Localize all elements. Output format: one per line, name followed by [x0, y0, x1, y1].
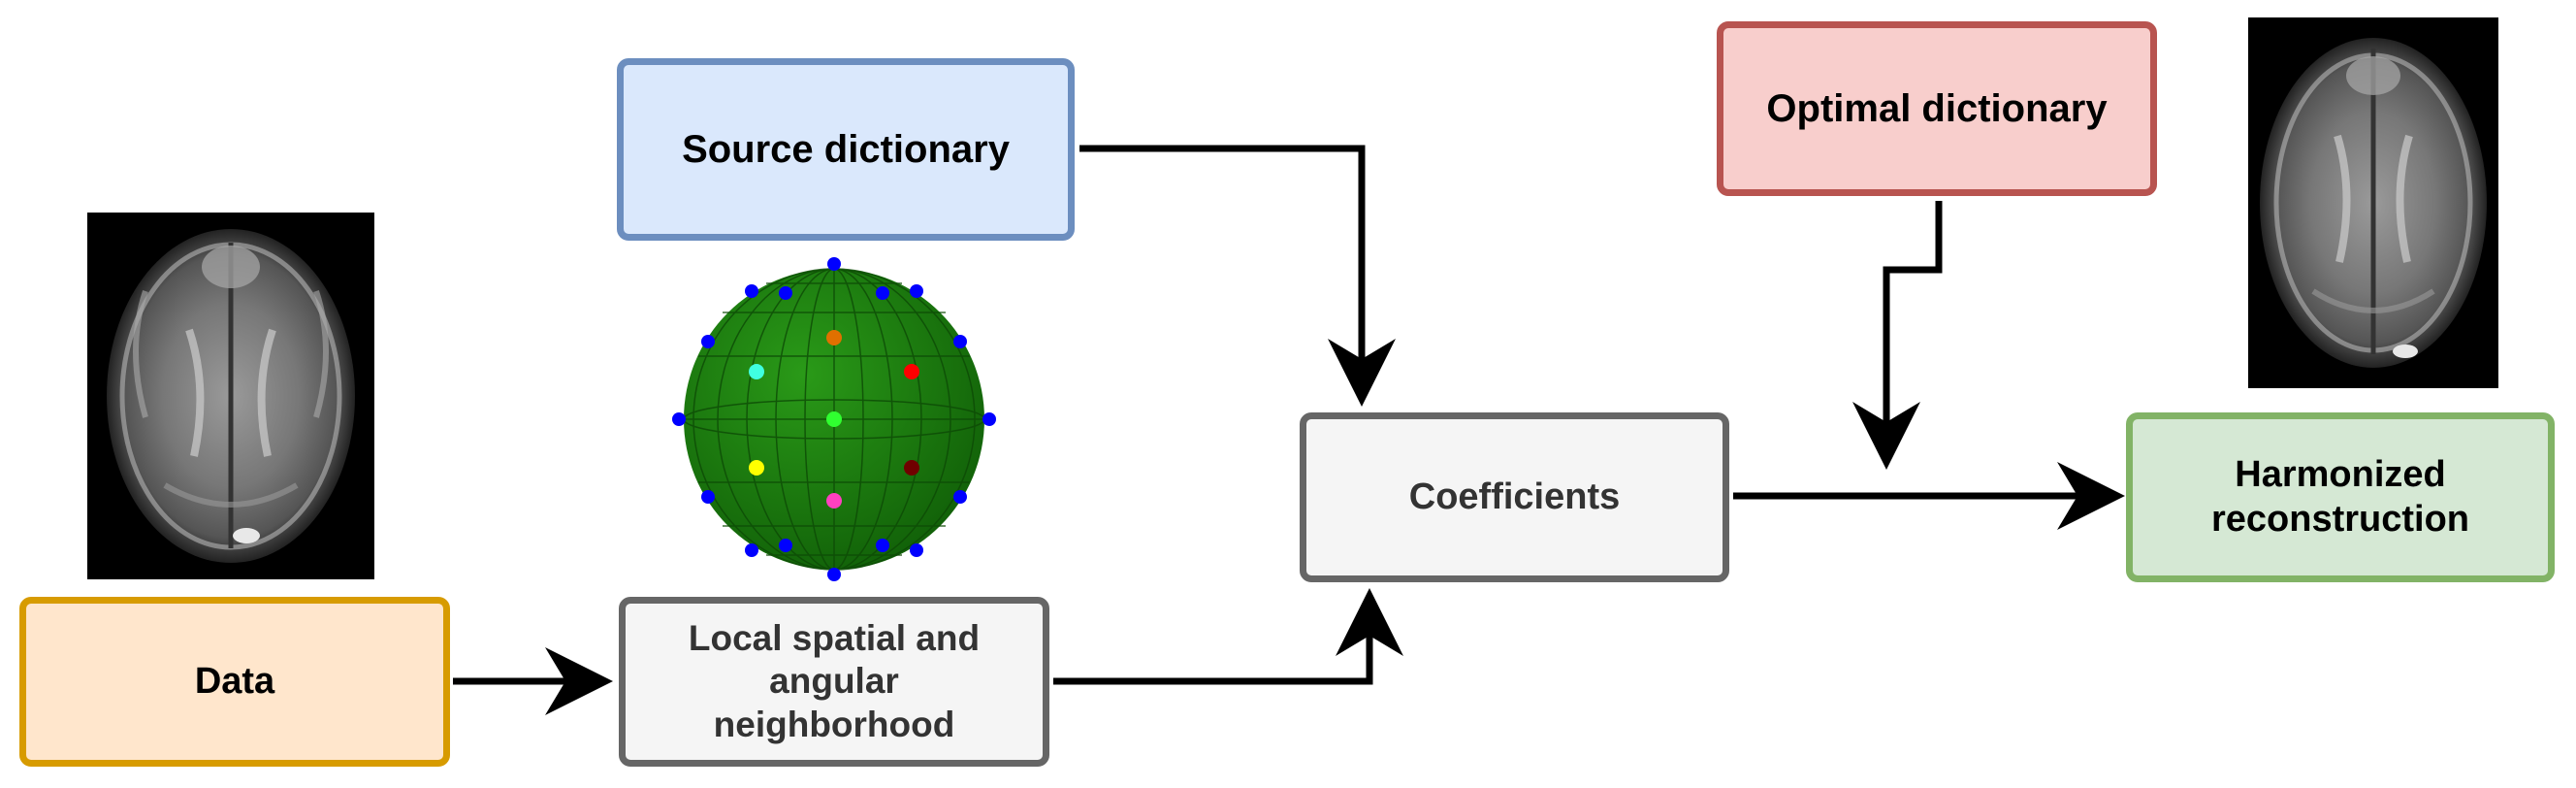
sphere-outer-point: [701, 335, 715, 348]
source-dictionary-label: Source dictionary: [682, 128, 1010, 171]
harmonized-reconstruction-label: Harmonized reconstruction: [2210, 453, 2470, 540]
sphere-inner-point: [749, 460, 764, 476]
sphere-outer-point: [779, 539, 792, 552]
harmonized-reconstruction-box: Harmonized reconstruction: [2126, 412, 2555, 582]
sphere-inner-point: [826, 493, 842, 509]
sphere-outer-point: [827, 568, 841, 581]
sphere-inner-point: [749, 364, 764, 379]
optimal-dictionary-label: Optimal dictionary: [1766, 87, 2108, 130]
arrow-neighborhood-to-coefficients: [1053, 588, 1403, 685]
sphere-outer-point: [876, 539, 889, 552]
connectors: [453, 145, 2125, 715]
sphere-outer-point: [745, 543, 758, 557]
sphere-outer-point: [827, 257, 841, 271]
sphere-outer-point: [876, 286, 889, 300]
neighborhood-box: Local spatial and angular neighborhood: [619, 597, 1049, 767]
sphere-outer-point: [982, 412, 996, 426]
sphere-outer-point: [910, 284, 923, 298]
sphere-outer-point: [910, 543, 923, 557]
neighborhood-label: Local spatial and angular neighborhood: [688, 617, 981, 744]
sphere-outer-point: [701, 490, 715, 504]
sphere-outer-point: [745, 284, 758, 298]
sphere-inner-point: [826, 411, 842, 427]
sphere-inner-point: [904, 364, 919, 379]
harmonized-brain-image: [2248, 17, 2498, 388]
sphere-inner-point: [826, 330, 842, 345]
sphere-outer-point: [953, 490, 967, 504]
arrow-optimal-to-output-line: [1852, 201, 1943, 470]
optimal-dictionary-box: Optimal dictionary: [1717, 21, 2157, 196]
sphere-outer-point: [672, 412, 686, 426]
coefficients-box: Coefficients: [1300, 412, 1729, 582]
input-brain-image: [87, 213, 374, 579]
coefficients-label: Coefficients: [1408, 476, 1621, 517]
angular-sphere: [672, 257, 996, 581]
data-label: Data: [194, 660, 275, 702]
arrow-source-to-coefficients: [1079, 145, 1396, 407]
source-dictionary-box: Source dictionary: [617, 58, 1075, 241]
sphere-inner-point: [904, 460, 919, 476]
sphere-outer-point: [779, 286, 792, 300]
data-box: Data: [19, 597, 450, 767]
sphere-outer-point: [953, 335, 967, 348]
